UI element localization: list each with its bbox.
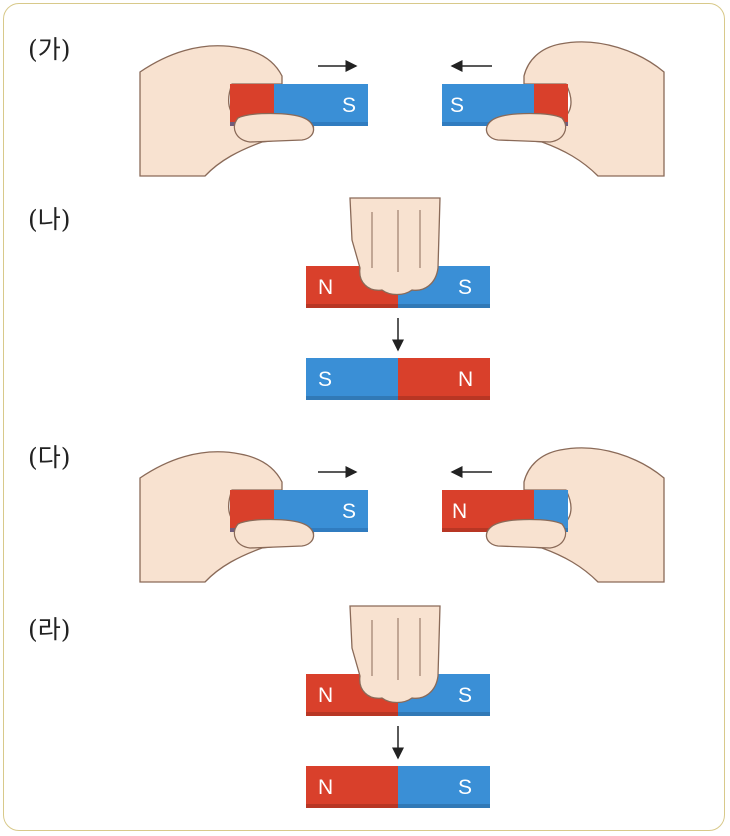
magnet-na-bottom-south bbox=[306, 358, 398, 400]
panel-label-da: (다) bbox=[28, 443, 71, 472]
hand-na bbox=[349, 197, 441, 296]
left-thumb-ga bbox=[233, 112, 315, 143]
panel-label-na: (나) bbox=[28, 205, 71, 234]
scene-na: N S S N bbox=[306, 197, 490, 400]
pole-label-na-bottom-north: N bbox=[458, 368, 473, 391]
pole-label-ra-bottom-south: S bbox=[458, 776, 472, 799]
right-hand-da bbox=[487, 447, 665, 583]
scene-ga: S S bbox=[139, 41, 665, 177]
pole-label-da-right: N bbox=[452, 500, 467, 523]
magnet-ra-bottom-south bbox=[398, 766, 490, 808]
right-thumb-ga bbox=[485, 112, 567, 143]
pole-label-na-top-south: S bbox=[458, 276, 472, 299]
pole-label-ga-right: S bbox=[450, 94, 464, 117]
left-thumb-da bbox=[233, 518, 315, 549]
pole-label-na-bottom-south: S bbox=[318, 368, 332, 391]
pole-label-na-top-north: N bbox=[318, 276, 333, 299]
pole-label-ra-bottom-north: N bbox=[318, 776, 333, 799]
scene-da: S N bbox=[139, 447, 665, 583]
panel-label-ra: (라) bbox=[28, 615, 71, 644]
left-hand-ga bbox=[139, 45, 315, 177]
panel-frame bbox=[3, 3, 725, 831]
pole-label-ra-top-north: N bbox=[318, 684, 333, 707]
panel-label-ga: (가) bbox=[28, 35, 71, 64]
magnet-ra-bottom-north bbox=[306, 766, 398, 808]
pole-label-ra-top-south: S bbox=[458, 684, 472, 707]
pole-label-ga-left: S bbox=[342, 94, 356, 117]
hand-ra bbox=[349, 605, 441, 704]
scene-ra: N S N S bbox=[306, 605, 490, 808]
right-hand-ga bbox=[487, 41, 665, 177]
right-thumb-da bbox=[485, 518, 567, 549]
magnet-na-bottom-north bbox=[398, 358, 490, 400]
left-hand-da bbox=[139, 451, 315, 583]
pole-label-da-left: S bbox=[342, 500, 356, 523]
